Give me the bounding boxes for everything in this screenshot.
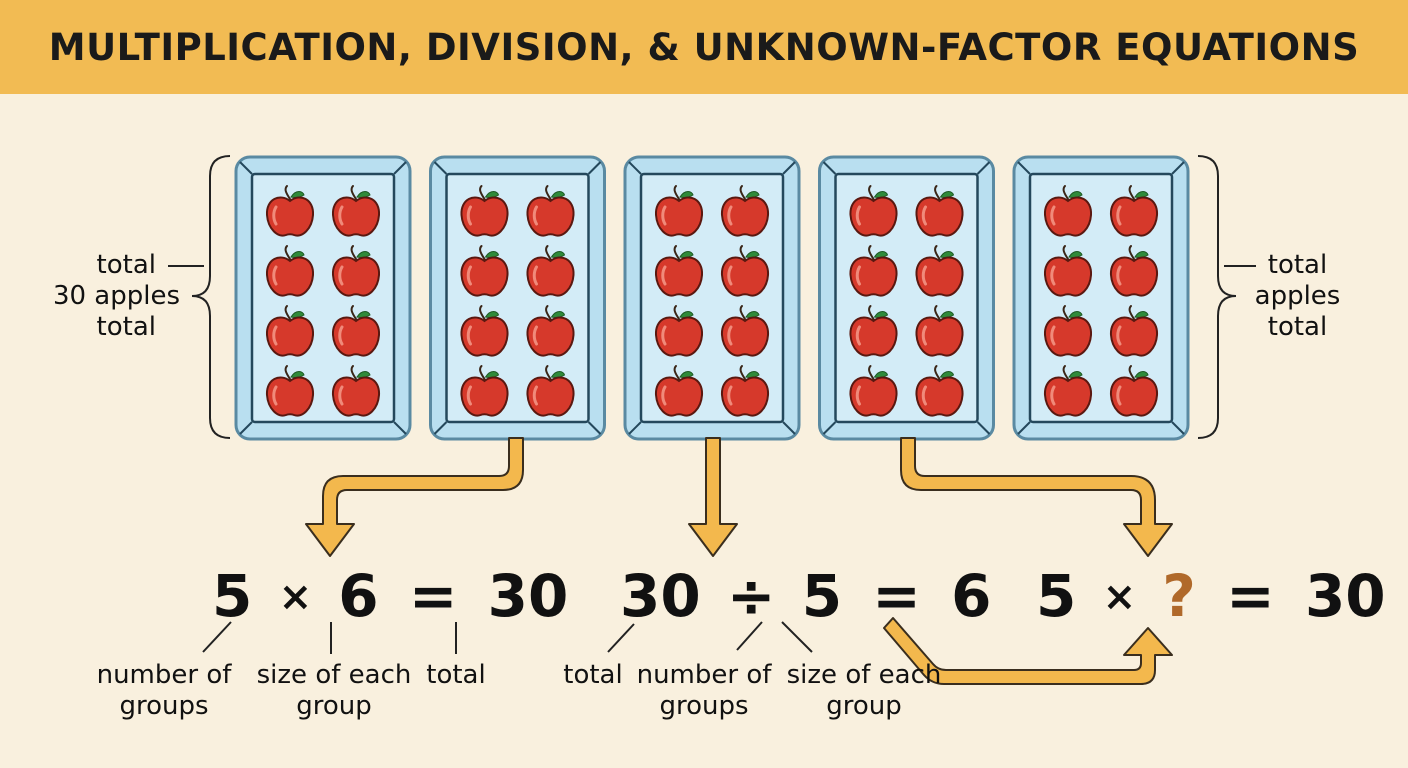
left-brace xyxy=(191,155,231,439)
apple-tray xyxy=(429,155,606,441)
div-operator: ÷ xyxy=(726,562,776,630)
div-groups-pointer xyxy=(736,621,763,651)
right-brace xyxy=(1197,155,1237,439)
div-quotient: 6 xyxy=(951,562,992,630)
div-size-pointer xyxy=(781,621,813,653)
trays-group xyxy=(234,155,1190,441)
right-label-line-1: total xyxy=(1267,250,1328,280)
right-total-label: total apples total xyxy=(1250,250,1345,343)
arrow-connector-division-to-unknown xyxy=(883,617,1173,685)
division-equation: 30 ÷ 5 = 6 xyxy=(620,566,991,626)
arrow-to-unknown-factor xyxy=(900,437,1173,557)
title-banner: MULTIPLICATION, DIVISION, & UNKNOWN-FACT… xyxy=(0,0,1408,94)
mult-equals: = xyxy=(408,562,458,630)
mult-product: 30 xyxy=(487,562,569,630)
div-divisor: 5 xyxy=(801,562,843,630)
multiplication-equation: 5 × 6 = 30 xyxy=(212,566,568,627)
arrow-to-multiplication xyxy=(305,437,524,557)
div-equals: = xyxy=(872,562,921,630)
left-total-label: total 30 apples total xyxy=(50,250,210,343)
left-label-line-3: total xyxy=(96,312,156,342)
mult-operator: × xyxy=(278,574,313,620)
div-size-label: size of each group xyxy=(786,660,942,721)
apple-tray xyxy=(1012,155,1190,441)
mult-factor-groups: 5 xyxy=(212,562,253,630)
apple-tray xyxy=(623,155,801,441)
unk-operator: × xyxy=(1102,574,1137,620)
page-title: MULTIPLICATION, DIVISION, & UNKNOWN-FACT… xyxy=(48,25,1360,69)
arrow-to-division xyxy=(688,437,738,557)
mult-groups-label: number of groups xyxy=(96,660,232,721)
div-total-label: total xyxy=(563,660,623,690)
div-dividend: 30 xyxy=(620,562,701,630)
right-label-line-2: apples xyxy=(1254,281,1341,311)
mult-total-label: total xyxy=(426,660,486,690)
unk-equals: = xyxy=(1226,562,1275,630)
mult-size-label: size of each group xyxy=(256,660,412,721)
mult-groups-pointer xyxy=(202,621,232,653)
apple-tray xyxy=(234,155,412,441)
unknown-factor-mark: ? xyxy=(1162,562,1196,630)
unknown-factor-equation: 5 × ? = 30 xyxy=(1036,566,1386,627)
mult-factor-size: 6 xyxy=(338,562,379,630)
div-total-pointer xyxy=(607,623,635,653)
right-label-line-3: total xyxy=(1267,312,1328,342)
unk-product: 30 xyxy=(1304,562,1386,630)
div-groups-label: number of groups xyxy=(636,660,772,721)
left-label-line-1: total xyxy=(96,250,156,280)
unk-factor-known: 5 xyxy=(1036,562,1077,630)
apple-tray xyxy=(818,155,995,441)
left-label-line-2: 30 apples xyxy=(52,281,180,311)
